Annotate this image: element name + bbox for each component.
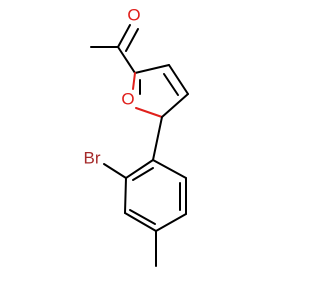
- furan-bond-c2-c3: [134, 64, 170, 74]
- furan-bond-o-c5: [135, 107, 163, 118]
- bond-furan-to-benzene: [152, 116, 163, 161]
- furan-bond-c3-c4: [168, 64, 189, 95]
- bond-aldehyde-to-ring: [117, 46, 136, 74]
- bromine-label: Br: [84, 148, 101, 167]
- aldehyde-oxygen-label: O: [127, 5, 140, 24]
- benzene-bond-5: [124, 177, 127, 214]
- benzene-ring: [124, 159, 187, 232]
- benzene-bond-4-inner: [129, 209, 156, 225]
- benzene-bond-3: [155, 213, 187, 232]
- aldehyde-group: O: [90, 5, 141, 74]
- benzene-bond-6: [125, 159, 154, 179]
- benzene-bond-4: [124, 212, 157, 232]
- furan-oxygen-label: O: [121, 89, 134, 108]
- bond-co-double-2: [125, 28, 139, 52]
- benzene-bond-1: [152, 159, 187, 179]
- furan-bond-c4-c5: [161, 93, 189, 118]
- furan-bond-c3-c4-inner: [163, 73, 179, 96]
- furan-bond-c2-o: [132, 72, 136, 90]
- bond-co-double-1: [117, 24, 131, 48]
- molecule-structure: O O Br: [84, 5, 189, 267]
- bond-c-br: [103, 163, 127, 179]
- benzene-bond-6-inner: [132, 167, 154, 181]
- bromine-substituent: Br: [84, 148, 127, 179]
- furan-ring: O: [121, 64, 189, 118]
